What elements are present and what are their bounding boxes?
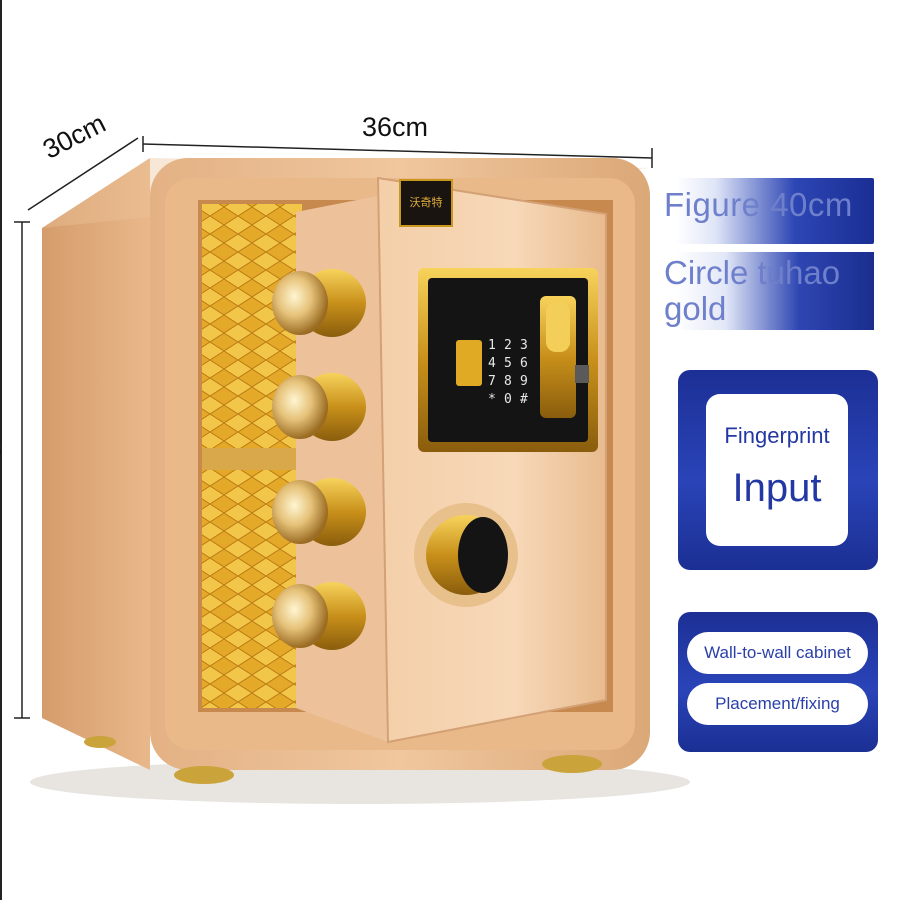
bolt-group: [272, 269, 366, 650]
key-1: 1: [488, 338, 496, 353]
placement-pill: Placement/fixing: [687, 683, 868, 725]
figure-size-caption: Figure 40cm: [664, 186, 853, 223]
wall-cabinet-pill: Wall-to-wall cabinet: [687, 632, 868, 674]
keypad: 1 2 3 4 5 6 7 8 9 * 0 #: [488, 338, 536, 407]
fingerprint-feature-panel: Fingerprint Input: [678, 370, 878, 570]
caption-background: [676, 178, 874, 244]
key-0: 0: [504, 392, 512, 407]
input-label: Input: [732, 466, 822, 510]
brand-mark: 沃奇特: [409, 196, 443, 209]
height-label: 40cm: [0, 430, 6, 497]
fingerprint-label: Fingerprint: [724, 423, 830, 448]
key-4: 4: [488, 356, 496, 371]
mounting-feature-panel: Wall-to-wall cabinet Placement/fixing: [678, 612, 878, 752]
fingerprint-card: Fingerprint Input: [706, 394, 848, 546]
border-line: [0, 0, 2, 900]
key-7: 7: [488, 374, 496, 389]
key-8: 8: [504, 374, 512, 389]
key-2: 2: [504, 338, 512, 353]
key-hash: #: [520, 392, 528, 407]
key-6: 6: [520, 356, 528, 371]
key-3: 3: [520, 338, 528, 353]
color-caption-line2: gold: [664, 290, 727, 327]
key-9: 9: [520, 374, 528, 389]
color-caption-line1: Circle tuhao: [664, 254, 841, 291]
caption-background: [676, 252, 874, 330]
key-5: 5: [504, 356, 512, 371]
width-label: 36cm: [362, 112, 429, 142]
key-star: *: [488, 392, 496, 407]
